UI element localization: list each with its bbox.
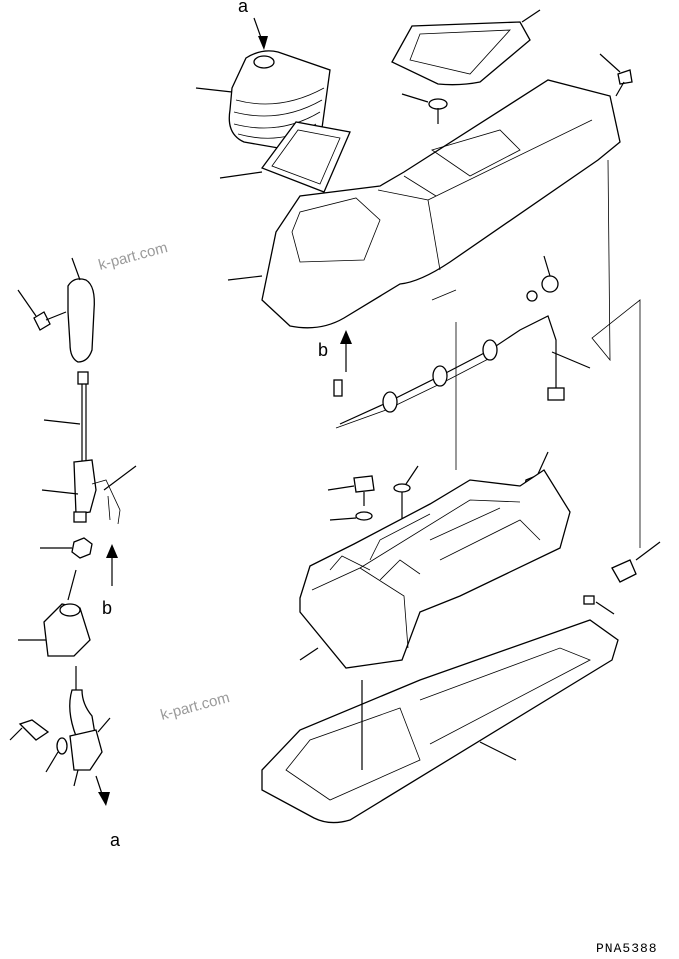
base-bolt [9, 719, 50, 741]
bolt-middle [327, 475, 375, 506]
console-tray [261, 619, 619, 824]
console-cover [227, 79, 621, 329]
label-a-bottom: a [110, 830, 121, 850]
watermark-4: k-part.com [159, 689, 232, 724]
lever-nut [40, 537, 93, 559]
lever-boot [18, 569, 91, 657]
screw-top-mid [401, 93, 448, 124]
boot-frame [219, 121, 351, 193]
shift-knob [67, 257, 95, 363]
label-b-top: b [318, 340, 328, 360]
base-washer [45, 737, 68, 773]
watermark-1: k-part.com [97, 239, 170, 274]
wiring-harness [335, 255, 591, 429]
console-base-frame [299, 469, 571, 669]
washer-middle [329, 511, 373, 521]
clip-right [611, 541, 661, 583]
label-b-left: b [102, 598, 112, 618]
knob-screw [17, 289, 67, 331]
drawing-code: PNA5388 [596, 941, 658, 956]
lever-base [69, 666, 103, 771]
label-a-top: a [238, 0, 249, 16]
shift-lever [41, 371, 137, 525]
screw-top-right [599, 53, 633, 97]
console-lid [391, 9, 541, 86]
